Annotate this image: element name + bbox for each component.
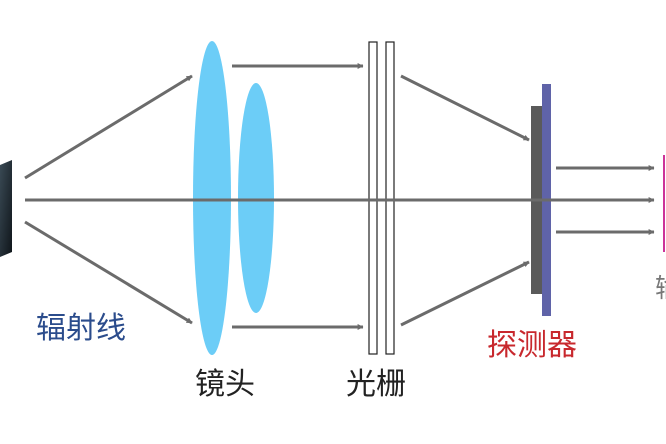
- ray-upper-out: [400, 74, 530, 142]
- label-grating: 光栅: [346, 367, 406, 402]
- label-radiation: 辐射线: [36, 311, 126, 346]
- label-output-cut: 输: [655, 276, 666, 302]
- label-lens: 镜头: [195, 367, 255, 402]
- lens-large: [193, 41, 231, 355]
- label-detector: 探测器: [487, 328, 577, 363]
- grating-plate-1: [368, 41, 378, 355]
- ray-lower-in: [24, 220, 193, 325]
- ray-lower-out: [400, 260, 530, 327]
- lens-small: [238, 83, 274, 313]
- radiation-source: [0, 160, 12, 257]
- grating-plate-2: [385, 41, 395, 355]
- ray-upper-in: [24, 74, 193, 180]
